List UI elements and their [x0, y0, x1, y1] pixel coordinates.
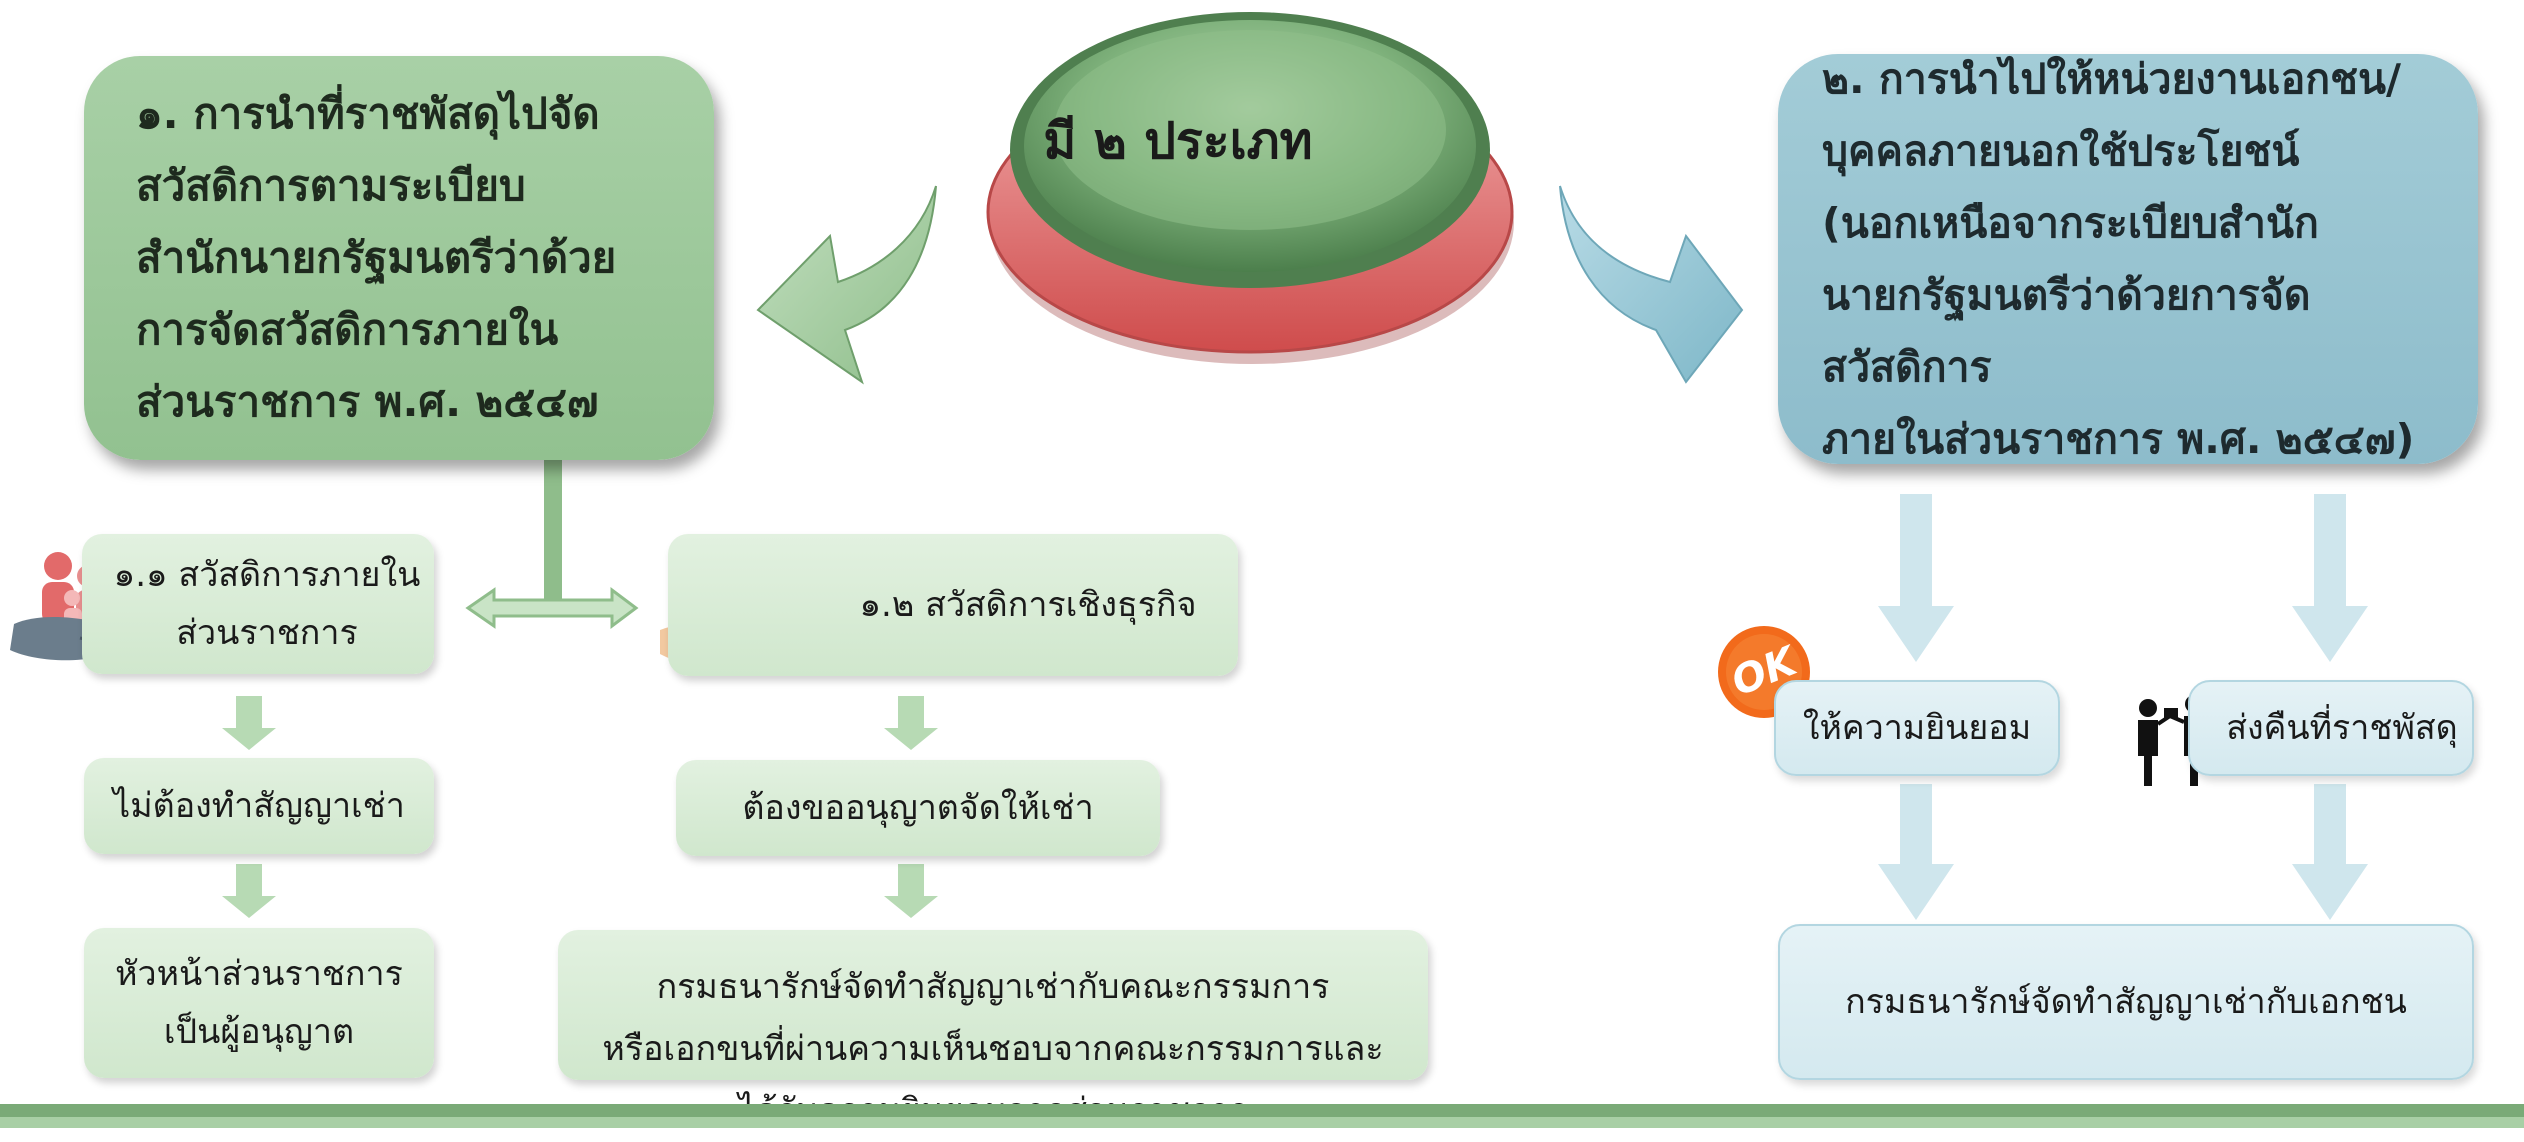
- down-arrow-1-2a: [884, 696, 938, 750]
- type2-box: ๒. การนำไปให้หน่วยงานเอกชน/ บุคคลภายนอกใ…: [1778, 54, 2478, 464]
- down-arrow-2a: [1878, 494, 1954, 662]
- head-approves-box: หัวหน้าส่วนราชการ เป็นผู้อนุญาต: [84, 928, 434, 1078]
- bottom-bar: [0, 1104, 2524, 1128]
- down-arrow-2c: [1878, 784, 1954, 920]
- return-property-box: ส่งคืนที่ราชพัสดุ: [2188, 680, 2474, 776]
- treasury-lease-committee-box: กรมธนารักษ์จัดทำสัญญาเช่ากับคณะกรรมการ ห…: [558, 930, 1428, 1131]
- no-lease-required-box: ไม่ต้องทำสัญญาเช่า: [84, 758, 434, 854]
- type-count-button: [986, 12, 1514, 364]
- type1-box: ๑. การนำที่ราชพัสดุไปจัด สวัสดิการตามระเ…: [84, 56, 714, 460]
- welfare-internal-box: ๑.๑ สวัสดิการภายใน ส่วนราชการ: [82, 534, 434, 674]
- down-arrow-1-1a: [222, 696, 276, 750]
- request-permission-box: ต้องขออนุญาตจัดให้เช่า: [676, 760, 1160, 856]
- treasury-lease-private-box: กรมธนารักษ์จัดทำสัญญาเช่ากับเอกชน: [1778, 924, 2474, 1080]
- curved-arrow-left: [756, 185, 937, 385]
- connector-type1: [465, 460, 639, 629]
- down-arrow-1-1b: [222, 864, 276, 918]
- curved-arrow-right: [1559, 185, 1744, 384]
- down-arrow-2b: [2292, 494, 2368, 662]
- down-arrow-1-2b: [884, 864, 938, 918]
- type-count-label: มี ๒ ประเภท: [1043, 111, 1313, 170]
- down-arrow-2d: [2292, 784, 2368, 920]
- welfare-business-box: ๑.๒ สวัสดิการเชิงธุรกิจ: [668, 534, 1238, 676]
- give-consent-box: ให้ความยินยอม: [1774, 680, 2060, 776]
